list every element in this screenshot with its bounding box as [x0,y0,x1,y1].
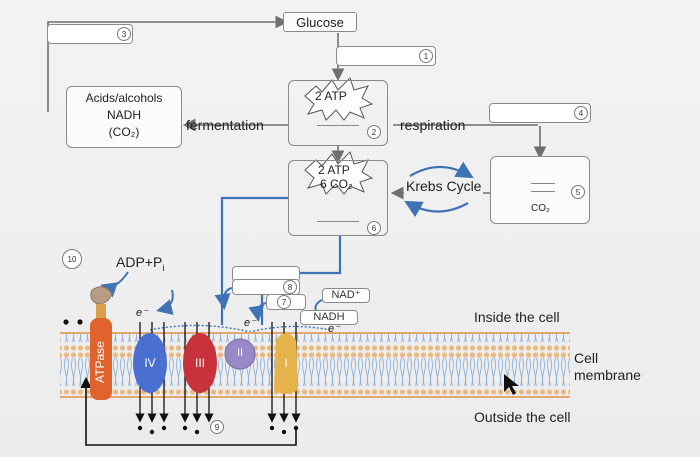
electron-label-2: e⁻ [244,317,256,329]
electron-label-3: e⁻ [328,323,340,335]
fermentation-products-box: Acids/alcohols NADH (CO₂) [66,86,182,148]
cell-membrane-label-1: Cell [574,350,599,366]
inside-cell-label: Inside the cell [474,309,560,325]
complex-ii-label: II [236,347,244,359]
complex-i-label: I [284,356,288,370]
blank-number-2: 2 [367,125,381,139]
atp-mid-label: 2 ATP [318,163,350,177]
blank-number-3: 3 [117,27,131,41]
blank-number-7: 7 [277,295,291,309]
adp-pi-label: ADP+Pi [116,254,164,273]
answer-blank-4[interactable]: 4 [489,103,591,123]
krebs-products-box: 6 [288,160,388,236]
fermentation-label: fermentation [186,117,264,133]
answer-blank-1[interactable]: 1 [336,46,436,66]
adp-pi-text: ADP+P [116,254,163,270]
nadh-label: NADH [106,108,141,122]
blank-number-4: 4 [574,106,588,120]
glucose-box: Glucose [283,12,357,32]
krebs-output-line-2 [531,191,555,192]
blank-number-8: 8 [283,280,297,294]
glycolysis-blank-line [317,125,359,126]
blank-number-9[interactable]: 9 [210,420,224,434]
atpase-label: ATPase [93,341,107,383]
complex-iv-label: IV [144,356,156,370]
krebs-output-box: 5 CO₂ [490,156,590,224]
complex-iii-label: III [194,356,205,370]
outside-cell-label: Outside the cell [474,409,571,425]
glycolysis-box: 2 [288,80,388,146]
glucose-label: Glucose [296,15,344,30]
answer-blank-7[interactable]: 7 [266,294,306,310]
krebs-blank-line [317,221,359,222]
krebs-cycle-label: Krebs Cycle [404,178,484,194]
answer-blank-3[interactable]: 3 [47,24,133,44]
blank-number-5: 5 [571,185,585,199]
krebs-output-line-1 [531,183,555,184]
co2-box-label: CO₂ [531,203,550,214]
electron-label-1: e⁻ [136,307,148,319]
co2-mid-label: 6 CO₂ [320,177,353,191]
blank-number-10[interactable]: 10 [62,249,82,269]
cell-membrane-label-2: membrane [574,367,641,383]
respiration-label: respiration [400,117,466,133]
adp-pi-subscript: i [162,262,165,273]
nad-plus-chip: NAD⁺ [322,288,370,303]
atp-top-label: 2 ATP [315,89,347,103]
co2-paren-label: (CO₂) [108,125,140,139]
answer-blank-8[interactable]: 8 [232,279,300,295]
blank-number-6: 6 [367,221,381,235]
nadh-chip: NADH [300,310,358,325]
blank-number-1: 1 [419,49,433,63]
acids-alcohols-label: Acids/alcohols [85,91,163,105]
